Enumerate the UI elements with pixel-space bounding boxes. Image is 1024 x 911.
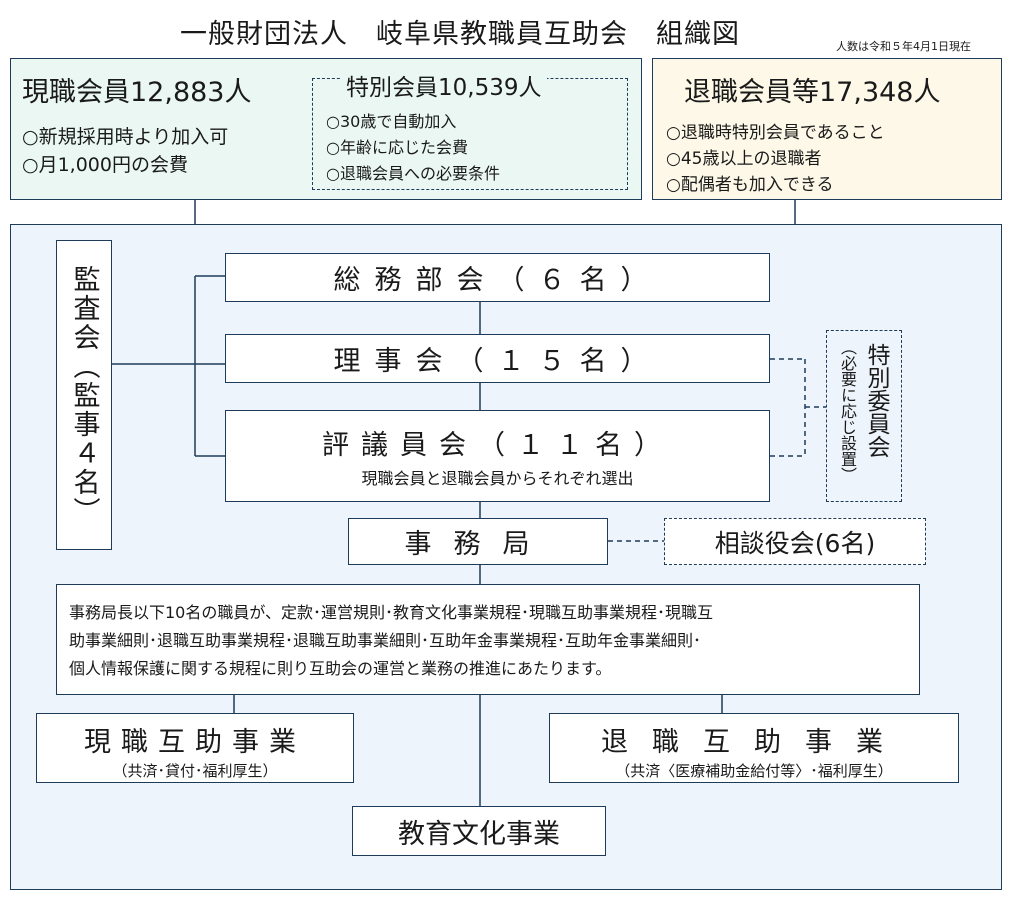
auditors-box: 監査会（監事４名） <box>56 240 112 550</box>
secretariat-description-line-3: 個人情報保護に関する規程に則り互助会の運営と業務の推進にあたります。 <box>69 659 612 678</box>
retired-members-line-1: ○退職時特別会員であること <box>666 123 885 143</box>
page-title: 一般財団法人 岐阜県教職員互助会 組織図 <box>180 19 740 50</box>
auditors-label: 監査会（監事４名） <box>68 264 100 526</box>
active-mutual-aid-note: （共済･貸付･福利厚生） <box>112 762 278 780</box>
secretariat-description-box: 事務局長以下10名の職員が、定款･運営規則･教育文化事業規程･現職互助事業規程･… <box>56 584 920 695</box>
general-affairs-box: 総務部会（６名） <box>225 253 770 302</box>
secretariat-description-line-1: 事務局長以下10名の職員が、定款･運営規則･教育文化事業規程･現職互助事業規程･… <box>69 603 714 622</box>
special-committee-note: （必要に応じ設置） <box>838 339 857 483</box>
advisors-label: 相談役会(6名) <box>714 528 876 558</box>
general-affairs-label: 総務部会（６名） <box>333 265 662 296</box>
as-of-date: 人数は令和５年4月1日現在 <box>836 40 971 53</box>
special-committee-box: 特別委員会 （必要に応じ設置） <box>826 330 902 502</box>
secretariat-box: 事務局 <box>348 518 608 565</box>
retired-members-line-3: ○配偶者も加入できる <box>666 175 834 195</box>
retired-members-heading: 退職会員等17,348人 <box>684 77 941 108</box>
board-box: 理事会（１５名） <box>225 334 770 383</box>
active-members-heading: 現職会員12,883人 <box>22 77 252 108</box>
secretariat-label: 事務局 <box>404 529 552 560</box>
special-members-line-1: ○30歳で自動加入 <box>326 112 457 131</box>
special-members-heading: 特別会員10,539人 <box>340 68 548 102</box>
education-culture-box: 教育文化事業 <box>352 806 606 856</box>
councilors-note: 現職会員と退職会員からそれぞれ選出 <box>361 469 634 488</box>
retired-mutual-aid-label: 退職互助事業 <box>601 727 907 758</box>
board-label: 理事会（１５名） <box>333 346 662 377</box>
retired-mutual-aid-note: （共済〈医療補助金給付等〉･福利厚生） <box>615 762 893 780</box>
secretariat-description-line-2: 助事業細則･退職互助事業規程･退職互助事業細則･互助年金事業規程･互助年金事業細… <box>69 631 702 650</box>
special-members-line-2: ○年齢に応じた会費 <box>326 138 468 157</box>
special-members-line-3: ○退職会員への必要条件 <box>326 164 500 183</box>
active-mutual-aid-label: 現職互助事業 <box>84 727 306 758</box>
councilors-box: 評議員会（１１名） 現職会員と退職会員からそれぞれ選出 <box>225 410 770 502</box>
active-members-line-1: ○新規採用時より加入可 <box>22 126 229 148</box>
special-committee-label: 特別委員会 <box>863 343 889 458</box>
councilors-label: 評議員会（１１名） <box>322 430 673 461</box>
education-culture-label: 教育文化事業 <box>398 818 560 850</box>
retired-members-line-2: ○45歳以上の退職者 <box>666 149 822 169</box>
retired-members-panel <box>652 58 1002 200</box>
advisors-box: 相談役会(6名) <box>664 518 926 565</box>
active-mutual-aid-box: 現職互助事業 （共済･貸付･福利厚生） <box>36 713 354 783</box>
retired-mutual-aid-box: 退職互助事業 （共済〈医療補助金給付等〉･福利厚生） <box>549 713 959 783</box>
active-members-line-2: ○月1,000円の会費 <box>22 154 188 176</box>
